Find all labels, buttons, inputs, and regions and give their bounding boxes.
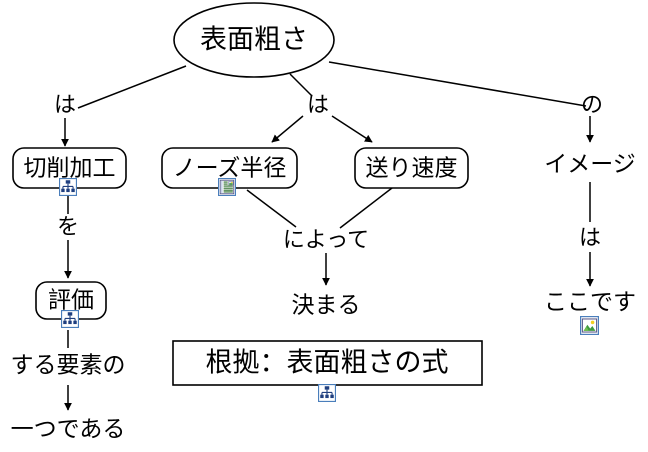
node-cutting[interactable]: 切削加工 [12, 147, 127, 196]
node-evaluation[interactable]: 評価 [35, 281, 107, 328]
link-label-wa-right: は [579, 226, 601, 251]
link-label-no-right: の [581, 93, 603, 118]
edge-wa-middle-to-feed-rate [331, 115, 373, 143]
root-node-surface-roughness[interactable]: 表面粗さ [173, 2, 335, 78]
edge-feed-rate-to-niyotte [339, 187, 393, 229]
edge-nose-radius-to-niyotte [246, 189, 297, 228]
node-feed-rate-label: 送り速度 [366, 156, 458, 182]
edge-root-to-no-right [328, 61, 587, 107]
node-nose-radius-label: ノーズ半径 [173, 156, 287, 182]
node-feed-rate[interactable]: 送り速度 [354, 147, 469, 189]
node-formula-box [172, 340, 483, 386]
edge-root-to-wa-left [77, 65, 187, 109]
link-label-wa-left: は [54, 93, 76, 118]
node-evaluation-label: 評価 [48, 288, 94, 314]
hierarchy-icon[interactable] [59, 178, 77, 196]
root-ellipse [173, 2, 335, 78]
document-icon[interactable] [218, 178, 236, 196]
node-formula-label: 根拠：表面粗さの式 [206, 348, 449, 379]
node-image-label[interactable]: イメージ [544, 152, 636, 178]
hierarchy-icon[interactable] [318, 384, 336, 402]
node-here-label: ここです [544, 290, 636, 316]
hierarchy-icon[interactable] [61, 310, 79, 328]
link-label-wo: を [57, 215, 79, 240]
root-label: 表面粗さ [200, 25, 308, 56]
link-label-wa-middle: は [307, 93, 329, 118]
node-here[interactable]: ここです [544, 290, 636, 335]
node-one-of-them-label[interactable]: 一つである [11, 417, 126, 443]
node-formula[interactable]: 根拠：表面粗さの式 [172, 340, 483, 402]
node-determined-label[interactable]: 決まる [292, 293, 361, 319]
picture-icon[interactable] [580, 316, 599, 335]
node-feed-rate-box [354, 147, 469, 189]
edge-root-to-wa-middle [289, 73, 313, 97]
link-label-niyotte: によって [283, 228, 369, 253]
node-nose-radius[interactable]: ノーズ半径 [161, 147, 298, 196]
node-cutting-label: 切削加工 [24, 156, 116, 182]
edge-wa-middle-to-nose-radius [271, 115, 304, 143]
node-element-of-label[interactable]: する要素の [11, 353, 126, 379]
